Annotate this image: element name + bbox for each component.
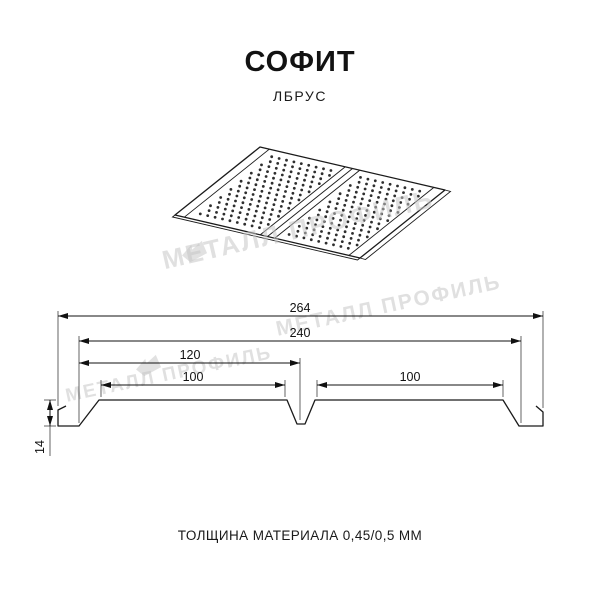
panel-left-strip bbox=[184, 148, 270, 218]
dimension-label-100-right: 100 bbox=[400, 370, 421, 384]
profile-path bbox=[57, 399, 544, 427]
dimension-label-240: 240 bbox=[290, 326, 311, 340]
page-subtitle: ЛБРУС bbox=[273, 88, 327, 104]
watermarks: МЕТАЛЛ ПРОФИЛЬ МЕТАЛЛ ПРОФИЛЬ МЕТАЛЛ ПРО… bbox=[64, 183, 504, 406]
panel-center-rib-left bbox=[259, 166, 346, 236]
cross-section-drawing: 264 240 120 100 100 14 bbox=[33, 301, 544, 456]
panel-front-edge bbox=[171, 214, 361, 261]
material-thickness-caption: ТОЛЩИНА МАТЕРИАЛА 0,45/0,5 ММ bbox=[177, 528, 423, 543]
panel-outline bbox=[174, 146, 446, 259]
panel-center-rib-mid bbox=[267, 168, 353, 237]
dimension-label-264: 264 bbox=[290, 301, 311, 315]
dimension-label-120: 120 bbox=[180, 348, 201, 362]
panel-right-edge bbox=[359, 189, 452, 260]
page-title: СОФИТ bbox=[244, 46, 356, 78]
soffit-illustration bbox=[171, 146, 452, 261]
panel-center-rib-right bbox=[274, 169, 361, 239]
perforation-dots bbox=[198, 155, 422, 250]
watermark-logo-icon bbox=[182, 240, 208, 263]
dimension-label-14: 14 bbox=[33, 440, 47, 454]
dimension-label-100-left: 100 bbox=[183, 370, 204, 384]
watermark-text: МЕТАЛЛ ПРОФИЛЬ bbox=[64, 342, 274, 406]
panel-right-strip bbox=[348, 187, 435, 256]
